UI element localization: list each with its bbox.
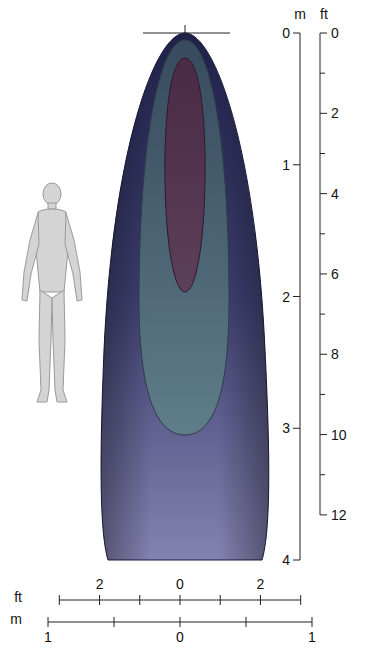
tick-label: 3 xyxy=(282,421,290,435)
human-figure xyxy=(22,183,82,402)
tick-label: 0 xyxy=(176,630,184,644)
feet-tick xyxy=(320,394,325,395)
feet-tick xyxy=(320,193,327,194)
feet-tick xyxy=(320,273,327,274)
feet-tick xyxy=(320,514,327,515)
tick-label: 1 xyxy=(308,630,316,644)
unit-label: m xyxy=(294,7,306,21)
meter-tick xyxy=(114,617,115,627)
feet-tick xyxy=(220,595,221,605)
feet-tick xyxy=(260,595,261,605)
unit-label: m xyxy=(10,612,22,626)
feet-tick xyxy=(320,73,325,74)
feet-tick xyxy=(180,595,181,605)
middle-volume xyxy=(139,40,229,435)
meter-tick xyxy=(48,617,49,627)
tick-label: 0 xyxy=(282,26,290,40)
meter-tick xyxy=(312,617,313,627)
tick-label: 1 xyxy=(44,630,52,644)
tick-label: 4 xyxy=(331,187,339,201)
feet-tick xyxy=(320,113,327,114)
tick-label: 0 xyxy=(331,26,339,40)
unit-label: ft xyxy=(14,590,22,604)
tick-label: 12 xyxy=(331,508,347,522)
tick-label: 2 xyxy=(282,290,290,304)
feet-tick xyxy=(320,474,325,475)
source-marker xyxy=(143,25,230,36)
meter-tick xyxy=(246,617,247,627)
meter-tick xyxy=(293,296,300,297)
feet-tick xyxy=(139,595,140,605)
meter-tick xyxy=(293,33,300,34)
tick-label: 1 xyxy=(282,158,290,172)
tick-label: 0 xyxy=(176,577,184,591)
tick-label: 2 xyxy=(96,577,104,591)
unit-label: ft xyxy=(320,7,328,21)
feet-tick xyxy=(320,233,325,234)
feet-tick xyxy=(300,595,301,605)
meter-tick xyxy=(293,428,300,429)
feet-tick xyxy=(320,314,325,315)
meter-tick xyxy=(293,560,300,561)
tick-label: 6 xyxy=(331,267,339,281)
meter-tick xyxy=(180,617,181,627)
inner-volume xyxy=(165,58,205,292)
feet-tick xyxy=(320,33,327,34)
feet-tick xyxy=(320,354,327,355)
tick-label: 8 xyxy=(331,347,339,361)
tick-label: 4 xyxy=(282,553,290,567)
feet-tick xyxy=(320,434,327,435)
feet-tick xyxy=(320,153,325,154)
meter-tick xyxy=(293,164,300,165)
feet-tick xyxy=(59,595,60,605)
outer-volume xyxy=(101,33,269,560)
scale-bars xyxy=(48,33,327,627)
tick-label: 2 xyxy=(257,577,265,591)
tick-label: 2 xyxy=(331,106,339,120)
tick-label: 10 xyxy=(331,428,347,442)
feet-tick xyxy=(99,595,100,605)
